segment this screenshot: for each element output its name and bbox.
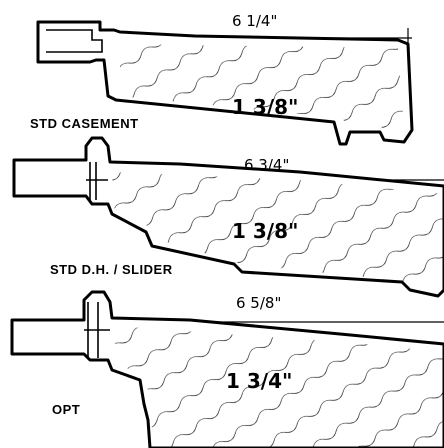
opt-profile: 6 5/8" 1 3/4" OPT [10,290,444,448]
casement-grain [120,44,404,132]
dh-slider-thickness-label: 1 3/8" [232,219,298,243]
opt-grain [114,326,444,448]
opt-thickness-label: 1 3/4" [226,369,292,393]
casement-type-label: STD CASEMENT [30,116,139,131]
opt-width-label: 6 5/8" [236,294,281,312]
casement-width-label: 6 1/4" [232,12,277,30]
opt-inner-block [84,302,110,358]
dh-slider-type-label: STD D.H. / SLIDER [50,262,173,277]
dh-slider-grain [112,172,444,284]
opt-type-label: OPT [52,402,80,417]
casement-thickness-label: 1 3/8" [232,95,298,119]
dh-slider-inner-block [86,162,108,200]
casement-inner-block [46,29,103,53]
dh-slider-profile: 6 3/4" 1 3/8" STD D.H. / SLIDER [12,136,444,298]
casement-profile: 6 1/4" 1 3/8" STD CASEMENT [30,12,414,146]
